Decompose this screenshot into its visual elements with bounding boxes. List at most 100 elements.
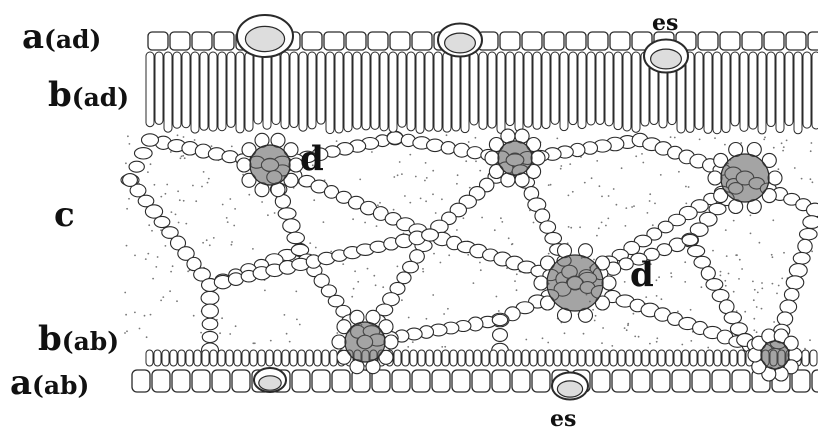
stipple-dot	[572, 191, 574, 193]
stipple-dot	[393, 209, 395, 211]
bundle-sheath-cell	[534, 276, 548, 290]
stipple-dot	[757, 292, 759, 294]
stipple-dot	[171, 211, 173, 213]
stipple-dot	[169, 290, 171, 292]
stipple-dot	[624, 327, 626, 329]
strand-cell	[154, 216, 170, 227]
lower-palisade-cell	[810, 350, 817, 366]
stipple-dot	[631, 206, 633, 208]
stipple-dot	[139, 328, 141, 330]
upper-palisade-cell	[317, 52, 325, 124]
label-lower-palisade-suffix: (ab)	[62, 327, 119, 356]
lower-epidermis-cells	[132, 370, 818, 392]
upper-palisade-cell	[416, 52, 424, 133]
stipple-dot	[570, 227, 572, 229]
upper-epidermis-cell	[500, 32, 520, 50]
lower-palisade-cell	[546, 350, 553, 366]
stipple-dot	[479, 170, 481, 172]
upper-palisade-cell	[461, 52, 469, 133]
stipple-dot	[579, 226, 581, 228]
stipple-dot	[750, 233, 752, 235]
stipple-dot	[148, 224, 150, 226]
stipple-dot	[810, 178, 812, 180]
lower-epidermis-cell	[452, 370, 470, 392]
lower-palisade-cell	[506, 350, 513, 366]
stipple-dot	[753, 299, 755, 301]
lower-palisade-cell	[586, 350, 593, 366]
stipple-dot	[441, 346, 443, 348]
stipple-dot	[601, 196, 603, 198]
stipple-dot	[512, 243, 514, 245]
stipple-dot	[508, 237, 510, 239]
stipple-dot	[656, 279, 658, 281]
stipple-dot	[684, 281, 686, 283]
stipple-dot	[425, 162, 427, 164]
stipple-dot	[594, 320, 596, 322]
lower-palisade-cell	[602, 350, 609, 366]
upper-palisade-cell	[596, 52, 604, 124]
stipple-dot	[778, 168, 780, 170]
lower-palisade-cell	[466, 350, 473, 366]
stipple-dot	[726, 255, 728, 257]
lower-palisade-cell	[250, 350, 257, 366]
bundle-sheath-cell	[768, 171, 782, 185]
stipple-dot	[602, 327, 604, 329]
stipple-dot	[181, 156, 183, 158]
stipple-dot	[367, 268, 369, 270]
stipple-dot	[707, 347, 709, 349]
upper-palisade-cell	[182, 52, 190, 128]
stipple-dot	[172, 265, 174, 267]
stipple-dot	[753, 329, 755, 331]
stipple-dot	[183, 136, 185, 138]
lower-palisade-cell	[706, 350, 713, 366]
stipple-dot	[481, 217, 483, 219]
stipple-dot	[728, 273, 730, 275]
stipple-dot	[611, 345, 613, 347]
bundle-core	[547, 255, 603, 311]
label-upper-palisade: b(ad)	[48, 78, 129, 112]
bundle-sheath-cell	[384, 335, 398, 349]
stipple-dot	[685, 203, 687, 205]
stipple-dot	[401, 299, 403, 301]
stipple-dot	[447, 308, 449, 310]
stipple-dot	[501, 221, 503, 223]
stipple-dot	[781, 278, 783, 280]
stipple-dot	[147, 171, 149, 173]
lower-palisade-cell	[594, 350, 601, 366]
stipple-dot	[226, 217, 228, 219]
upper-palisade-cell	[245, 52, 253, 131]
strand-cell	[492, 314, 507, 325]
stipple-dot	[187, 271, 189, 273]
stipple-dot	[165, 245, 167, 247]
stipple-dot	[645, 296, 647, 298]
stipple-dot	[200, 332, 202, 334]
lower-palisade-cell	[498, 350, 505, 366]
stipple-dot	[564, 332, 566, 334]
stipple-dot	[550, 184, 552, 186]
lower-palisade-cell	[226, 350, 233, 366]
stipple-dot	[772, 256, 774, 258]
upper-palisade-cell	[812, 52, 818, 129]
stipple-dot	[773, 321, 775, 323]
stipple-dot	[248, 194, 250, 196]
stipple-dot	[786, 140, 788, 142]
lower-palisade-cell	[522, 350, 529, 366]
stipple-dot	[299, 324, 301, 326]
strand-cell	[493, 329, 508, 342]
stipple-dot	[408, 317, 410, 319]
upper-palisade-cell	[146, 52, 154, 127]
stipple-dot	[595, 315, 597, 317]
stipple-dot	[804, 348, 806, 350]
bundle-core	[250, 145, 290, 185]
lower-epidermis-cell	[172, 370, 190, 392]
stipple-dot	[377, 204, 379, 206]
stoma-pore	[651, 49, 682, 69]
stipple-dot	[261, 201, 263, 203]
lower-palisade-cell	[434, 350, 441, 366]
stipple-dot	[296, 319, 298, 321]
label-upper-palisade-suffix: (ad)	[72, 83, 129, 112]
upper-palisade-cell	[632, 52, 640, 132]
stipple-dot	[182, 155, 184, 157]
lower-palisade-cell	[666, 350, 673, 366]
